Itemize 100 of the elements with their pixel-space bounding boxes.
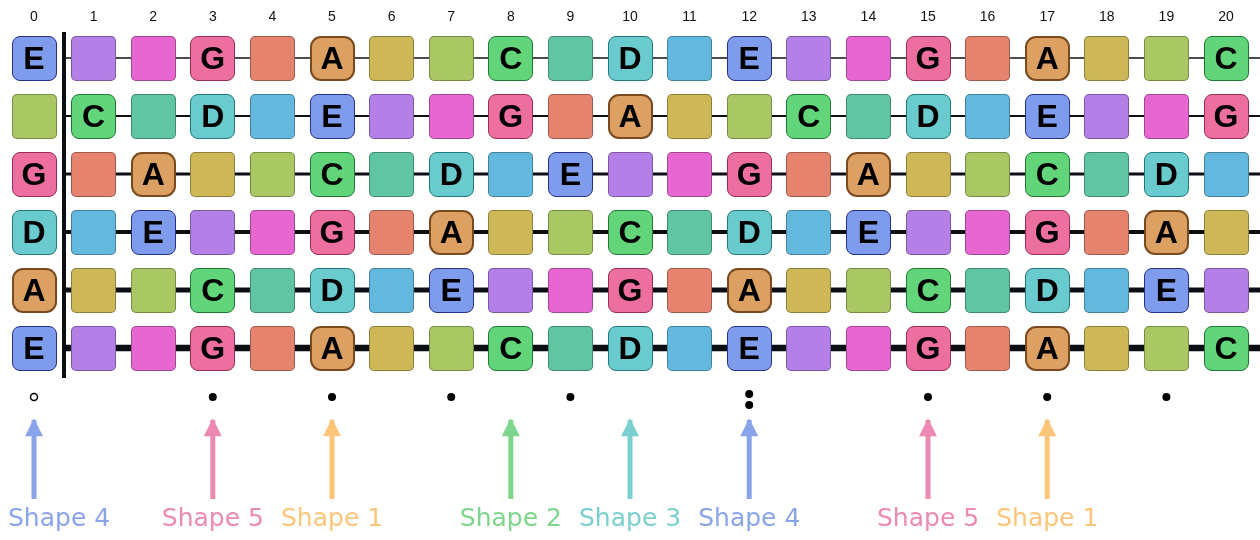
fret-square: [369, 325, 415, 371]
fret-square: [547, 93, 593, 139]
fret-number: 7: [446, 8, 457, 24]
fret-square: [547, 267, 593, 313]
note-square: D: [11, 209, 57, 255]
note-square: C: [309, 151, 355, 197]
note-square: G: [190, 35, 236, 81]
fret-square: [190, 151, 236, 197]
note-square: G: [488, 93, 534, 139]
note-square: E: [845, 209, 891, 255]
note-square: G: [309, 209, 355, 255]
fret-square: [1084, 35, 1130, 81]
fret-square: [1084, 209, 1130, 255]
note-square: D: [428, 151, 474, 197]
fret-square: [667, 325, 713, 371]
fret-number: 10: [621, 8, 639, 24]
note-square: A: [130, 151, 176, 197]
note-square: G: [607, 267, 653, 313]
fret-square: [130, 35, 176, 81]
note-square: E: [11, 35, 57, 81]
fret-square: [488, 267, 534, 313]
note-square: C: [905, 267, 951, 313]
fret-square: [607, 151, 653, 197]
fret-square: [130, 325, 176, 371]
fret-number: 19: [1157, 8, 1176, 24]
note-square: D: [309, 267, 355, 313]
fret-number: 13: [800, 8, 818, 24]
fret-square: [249, 209, 295, 255]
fret-square: [845, 267, 891, 313]
note-square: C: [488, 35, 534, 81]
fret-square: [249, 93, 295, 139]
fret-square: [905, 151, 951, 197]
fret-square: [249, 151, 295, 197]
fret-square: [845, 325, 891, 371]
fret-square: [845, 93, 891, 139]
fret-square: [667, 209, 713, 255]
fret-square: [965, 325, 1011, 371]
fret-square: [1084, 267, 1130, 313]
note-square: C: [488, 325, 534, 371]
fret-number: 3: [207, 8, 218, 24]
fret-square: [428, 35, 474, 81]
fret-square: [726, 93, 772, 139]
fret-square: [965, 35, 1011, 81]
note-square: E: [11, 325, 57, 371]
note-square: A: [428, 209, 474, 255]
shape-label: Shape 5: [877, 503, 980, 532]
note-square: C: [1024, 151, 1070, 197]
fret-square: [11, 93, 57, 139]
fret-square: [1143, 325, 1189, 371]
shape-label: Shape 1: [996, 503, 1099, 532]
note-square: G: [190, 325, 236, 371]
fret-square: [130, 93, 176, 139]
arrow: [501, 418, 520, 499]
fret-square: [488, 209, 534, 255]
fret-square: [190, 209, 236, 255]
fret-square: [667, 151, 713, 197]
note-square: A: [1024, 325, 1070, 371]
note-square: G: [11, 151, 57, 197]
fret-square: [845, 35, 891, 81]
arrow: [919, 418, 937, 499]
note-square: G: [1024, 209, 1070, 255]
note-square: A: [309, 35, 355, 81]
fret-square: [965, 151, 1011, 197]
fret-square: [369, 35, 415, 81]
fret-number: 9: [565, 8, 576, 24]
fret-number: 6: [386, 8, 397, 24]
arrow: [740, 418, 759, 499]
fret-number: 12: [740, 8, 758, 24]
fret-square: [786, 325, 832, 371]
fret-number: 18: [1098, 8, 1116, 24]
arrow: [621, 418, 639, 499]
fret-square: [249, 267, 295, 313]
fret-square: [1203, 151, 1249, 197]
fret-square: [786, 35, 832, 81]
shape-label: Shape 5: [161, 503, 264, 532]
note-square: C: [607, 209, 653, 255]
arrow: [203, 418, 222, 499]
note-square: D: [190, 93, 236, 139]
fret-square: [1084, 93, 1130, 139]
fret-number: 20: [1217, 8, 1235, 24]
note-square: G: [726, 151, 772, 197]
fret-square: [130, 267, 176, 313]
fret-square: [786, 151, 832, 197]
shape-label: Shape 4: [8, 503, 111, 532]
note-square: A: [1143, 209, 1189, 255]
fret-square: [1203, 209, 1249, 255]
fret-square: [667, 35, 713, 81]
note-square: A: [726, 267, 772, 313]
fret-square: [1084, 151, 1130, 197]
note-square: E: [726, 35, 772, 81]
fret-number: 11: [681, 8, 698, 24]
note-square: A: [11, 267, 57, 313]
fret-square: [1084, 325, 1130, 371]
fret-square: [249, 35, 295, 81]
fret-number: 1: [88, 8, 99, 24]
note-square: C: [190, 267, 236, 313]
fret-number: 15: [919, 8, 937, 24]
fret-square: [547, 35, 593, 81]
fret-number: 17: [1038, 8, 1056, 24]
note-square: C: [1203, 325, 1249, 371]
